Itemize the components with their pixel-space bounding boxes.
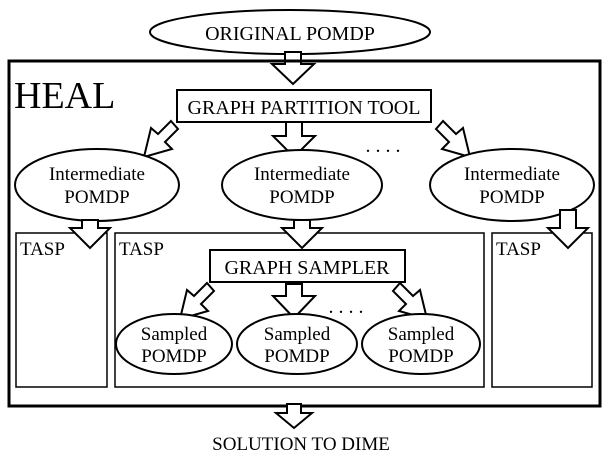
intermediate-pomdp-3-line1: Intermediate (464, 164, 560, 185)
tasp-label-left: TASP (20, 239, 65, 260)
arrow-intermediate-to-tasp-left (67, 219, 113, 250)
tasp-box-right (491, 232, 593, 388)
intermediate-pomdp-2-line1: Intermediate (254, 164, 350, 185)
arrow-intermediate-to-tasp-right (545, 209, 591, 250)
tasp-label-center: TASP (119, 239, 164, 260)
original-pomdp-label: ORIGINAL POMDP (205, 23, 375, 45)
graph-sampler-label: GRAPH SAMPLER (224, 257, 390, 279)
intermediate-pomdp-1-line2: POMDP (64, 187, 129, 208)
arrow-intermediate-to-tasp-center (279, 219, 325, 250)
graph-partition-tool (176, 89, 432, 123)
sampled-pomdp-2-line1: Sampled (264, 324, 331, 345)
arrow-heal-to-solution (273, 403, 315, 430)
dots-intermediate: . . . . (366, 135, 401, 157)
sampled-pomdp-3 (361, 313, 481, 375)
sampled-pomdp-2-line2: POMDP (264, 346, 329, 367)
arrow-original-to-heal (269, 51, 317, 86)
intermediate-pomdp-1-line1: Intermediate (49, 164, 145, 185)
intermediate-pomdp-1 (14, 148, 180, 222)
intermediate-pomdp-3 (429, 148, 595, 222)
solution-label: SOLUTION TO DIME (212, 434, 390, 455)
arrow-partition-to-intermediate-left (142, 119, 180, 159)
sampled-pomdp-3-line2: POMDP (388, 346, 453, 367)
arrow-partition-to-intermediate-right (434, 119, 472, 159)
graph-sampler (209, 249, 406, 283)
arrow-partition-to-intermediate-center (270, 121, 318, 159)
intermediate-pomdp-2 (221, 149, 383, 221)
intermediate-pomdp-2-line2: POMDP (269, 187, 334, 208)
tasp-box-left (15, 232, 108, 388)
sampled-pomdp-2 (236, 313, 358, 375)
graph-partition-tool-label: GRAPH PARTITION TOOL (188, 97, 421, 119)
tasp-label-right: TASP (496, 239, 541, 260)
heal-title: HEAL (14, 75, 115, 117)
arrow-sampler-to-sampled-center (270, 283, 318, 320)
intermediate-pomdp-3-line2: POMDP (479, 187, 544, 208)
sampled-pomdp-1 (115, 313, 233, 375)
sampled-pomdp-3-line1: Sampled (388, 324, 455, 345)
sampled-pomdp-1-line1: Sampled (141, 324, 208, 345)
sampled-pomdp-1-line2: POMDP (141, 346, 206, 367)
heal-box (7, 59, 602, 408)
dots-sampled: . . . . (329, 296, 364, 318)
